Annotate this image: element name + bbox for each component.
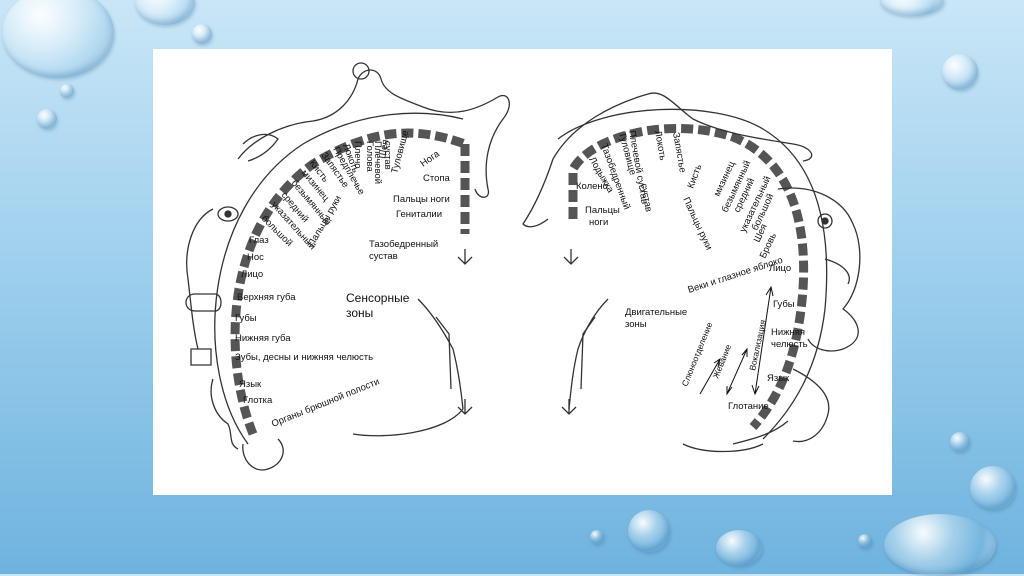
sensory-label-shoulder-joint-1: Плечевой	[372, 141, 383, 184]
motor-label-fingers: Пальцы руки	[680, 196, 714, 252]
motor-label-knee: Колено	[576, 181, 608, 192]
motor-caption-line1: Двигательные	[625, 307, 687, 318]
sensory-label-lower-lip: Нижняя губа	[235, 333, 291, 344]
motor-label-hand: Кисть	[685, 163, 704, 190]
water-drop-decoration	[950, 432, 970, 452]
motor-label-lower-jaw-2: челюсть	[771, 339, 808, 350]
motor-cortex-bar	[568, 123, 809, 430]
motor-label-wrist: Запястье	[670, 132, 688, 174]
water-drop-decoration	[880, 0, 944, 16]
water-drop-decoration	[135, 0, 195, 25]
sensory-label-shoulder: Плечо	[352, 141, 363, 169]
water-drop-decoration	[628, 510, 670, 552]
sensory-caption-line2: зоны	[346, 306, 373, 320]
water-drop-decoration	[970, 466, 1016, 510]
water-drop-decoration	[60, 84, 74, 98]
sensory-label-head: Голова	[364, 141, 375, 172]
homunculus-panel: Нога Стопа Пальцы ноги Гениталии Туловищ…	[153, 49, 892, 495]
motor-label-toes-2: ноги	[589, 217, 608, 228]
sensory-label-pharynx: Глотка	[243, 395, 273, 406]
water-drop-decoration	[884, 514, 996, 576]
sensory-label-leg: Нога	[418, 148, 442, 169]
water-drop-decoration	[858, 534, 872, 548]
sensory-caption-line1: Сенсорные	[346, 291, 410, 305]
motor-cortex-section: Тазобедренный Лодыжка Колено Пальцы ноги…	[522, 92, 861, 453]
sensory-label-foot: Стопа	[423, 173, 451, 184]
sensory-cortex-section: Нога Стопа Пальцы ноги Гениталии Туловищ…	[185, 62, 510, 471]
sensory-label-tongue: Язык	[239, 379, 262, 390]
sensory-label-eye: Глаз	[249, 235, 269, 246]
motor-label-swallowing: Глотание	[728, 401, 769, 412]
motor-label-tongue: Язык	[767, 373, 790, 384]
motor-arrows	[699, 285, 774, 396]
motor-homunculus-figure	[522, 92, 861, 453]
sensory-label-face: Лицо	[241, 269, 263, 280]
water-drop-decoration	[716, 530, 762, 566]
motor-brain-sections	[561, 249, 609, 415]
sensory-label-teeth: Зубы, десны и нижняя челюсть	[235, 352, 373, 363]
sensory-homunculus-figure	[185, 62, 510, 471]
sensory-label-genitals: Гениталии	[396, 209, 442, 220]
water-drop-decoration	[37, 109, 57, 129]
sensory-brain-sections	[417, 249, 473, 415]
sensory-label-shoulder-joint-2: сустав	[382, 141, 393, 170]
motor-label-toes-1: Пальцы	[585, 205, 620, 216]
motor-label-joint-word: сустав	[638, 183, 654, 213]
motor-label-lips: Губы	[773, 299, 795, 310]
sensory-label-neck: Шея	[377, 139, 391, 160]
motor-label-chewing: Жевание	[711, 343, 734, 380]
homunculus-diagram: Нога Стопа Пальцы ноги Гениталии Туловищ…	[185, 62, 861, 471]
motor-caption-line2: зоны	[625, 319, 647, 330]
motor-label-elbow: Локоть	[652, 130, 668, 162]
sensory-label-lips: Губы	[235, 313, 257, 324]
sensory-label-nose: Нос	[247, 252, 264, 263]
water-drop-decoration	[2, 0, 114, 78]
motor-label-lower-jaw-1: Нижняя	[771, 327, 805, 338]
sensory-label-hip-1: Тазобедренный	[369, 239, 438, 250]
water-drop-decoration	[192, 24, 212, 44]
sensory-label-upper-lip: Верхняя губа	[237, 292, 296, 303]
sensory-cortex-bar	[230, 128, 467, 436]
sensory-label-abdominal: Органы брюшной полости	[270, 376, 381, 429]
motor-label-face: Лицо	[769, 263, 791, 274]
water-drop-decoration	[942, 54, 978, 90]
sensory-label-hip-2: сустав	[369, 251, 398, 262]
sensory-cortex-outline	[214, 112, 464, 445]
motor-label-vocalization: Вокализация	[747, 318, 768, 371]
sensory-label-toes: Пальцы ноги	[393, 194, 450, 205]
water-drop-decoration	[590, 530, 604, 544]
